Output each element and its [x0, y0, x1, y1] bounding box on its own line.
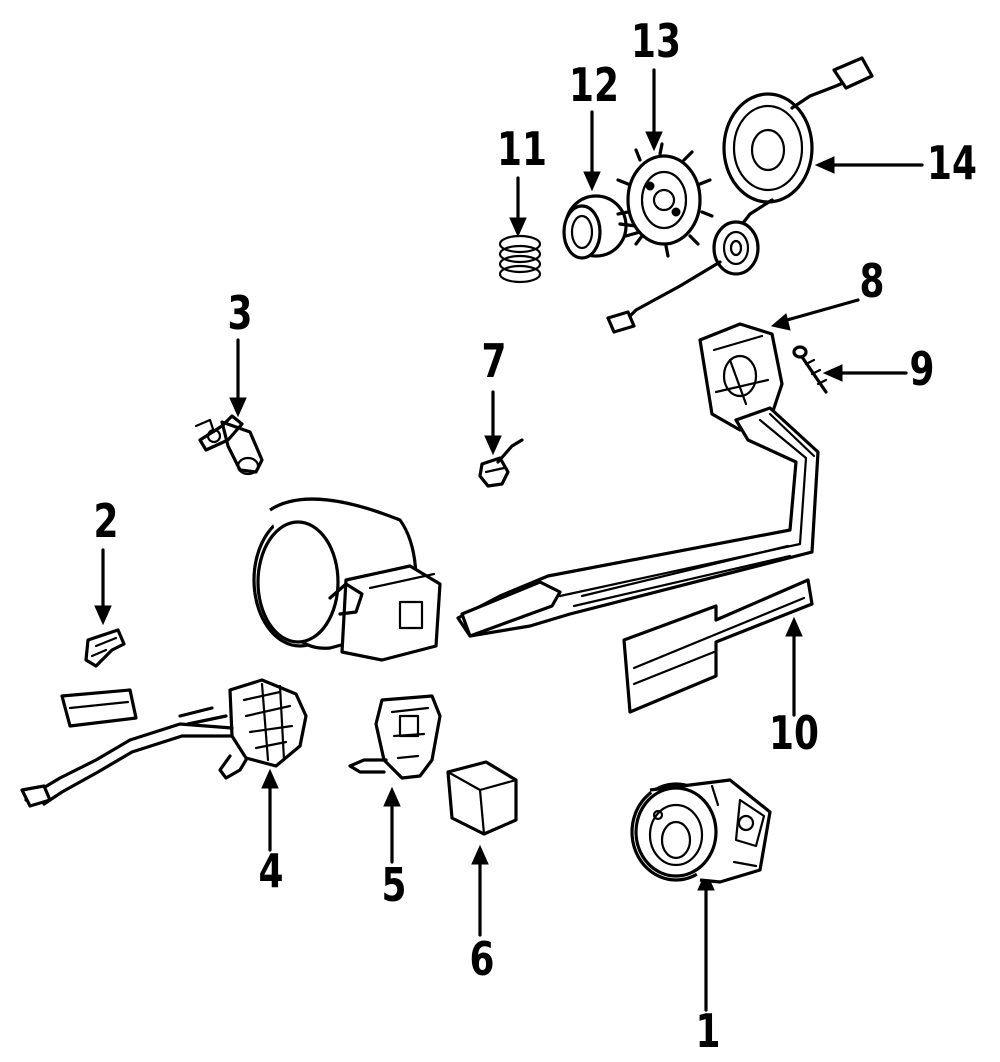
callout-7: 7 [481, 334, 507, 388]
callout-2: 2 [93, 494, 119, 548]
part-9-screw [792, 345, 828, 394]
callout-5: 5 [381, 858, 407, 912]
part-4-turn-signal-switch [20, 678, 308, 808]
leader-arrowhead-2 [94, 605, 112, 626]
part-10-plate [622, 578, 814, 714]
callout-8: 8 [859, 254, 885, 308]
callout-14: 14 [927, 136, 977, 190]
part-8-harness-rail [456, 322, 820, 638]
column-housing [252, 497, 442, 662]
callout-11: 11 [497, 122, 547, 176]
leader-arrowhead-13 [645, 131, 663, 152]
part-2-clip [84, 628, 126, 668]
leader-arrowhead-12 [583, 171, 601, 192]
leader-arrows [94, 68, 924, 1012]
leader-arrowhead-4 [261, 768, 279, 789]
part-13-gear [616, 142, 714, 258]
part-7-spring-clip [478, 438, 524, 488]
leader-arrowhead-11 [509, 217, 527, 238]
part-5-bracket [348, 694, 442, 780]
callout-12: 12 [569, 58, 619, 112]
callout-10: 10 [769, 706, 819, 760]
callout-3: 3 [227, 286, 253, 340]
part-3-lock-cylinder [194, 414, 264, 476]
part-6-relay-cube [446, 760, 518, 836]
callout-6: 6 [469, 932, 495, 986]
leader-arrowhead-9 [822, 364, 843, 382]
leader-arrowhead-6 [471, 844, 489, 865]
leader-arrowhead-14 [814, 156, 835, 174]
part-12-bearing [562, 194, 642, 260]
callout-9: 9 [909, 342, 935, 396]
part-14-clockspring [606, 56, 874, 334]
leader-arrow-8 [778, 298, 860, 324]
callout-13: 13 [631, 14, 681, 68]
leader-arrowhead-10 [785, 616, 803, 637]
callout-1: 1 [695, 1004, 721, 1058]
part-11-spring [498, 234, 542, 284]
callout-4: 4 [258, 844, 284, 898]
leader-arrowhead-5 [383, 786, 401, 807]
part-1-lock-housing [630, 778, 772, 884]
leader-arrowhead-8 [770, 313, 791, 331]
leader-arrowhead-3 [229, 397, 247, 418]
leader-arrowhead-7 [484, 435, 502, 456]
